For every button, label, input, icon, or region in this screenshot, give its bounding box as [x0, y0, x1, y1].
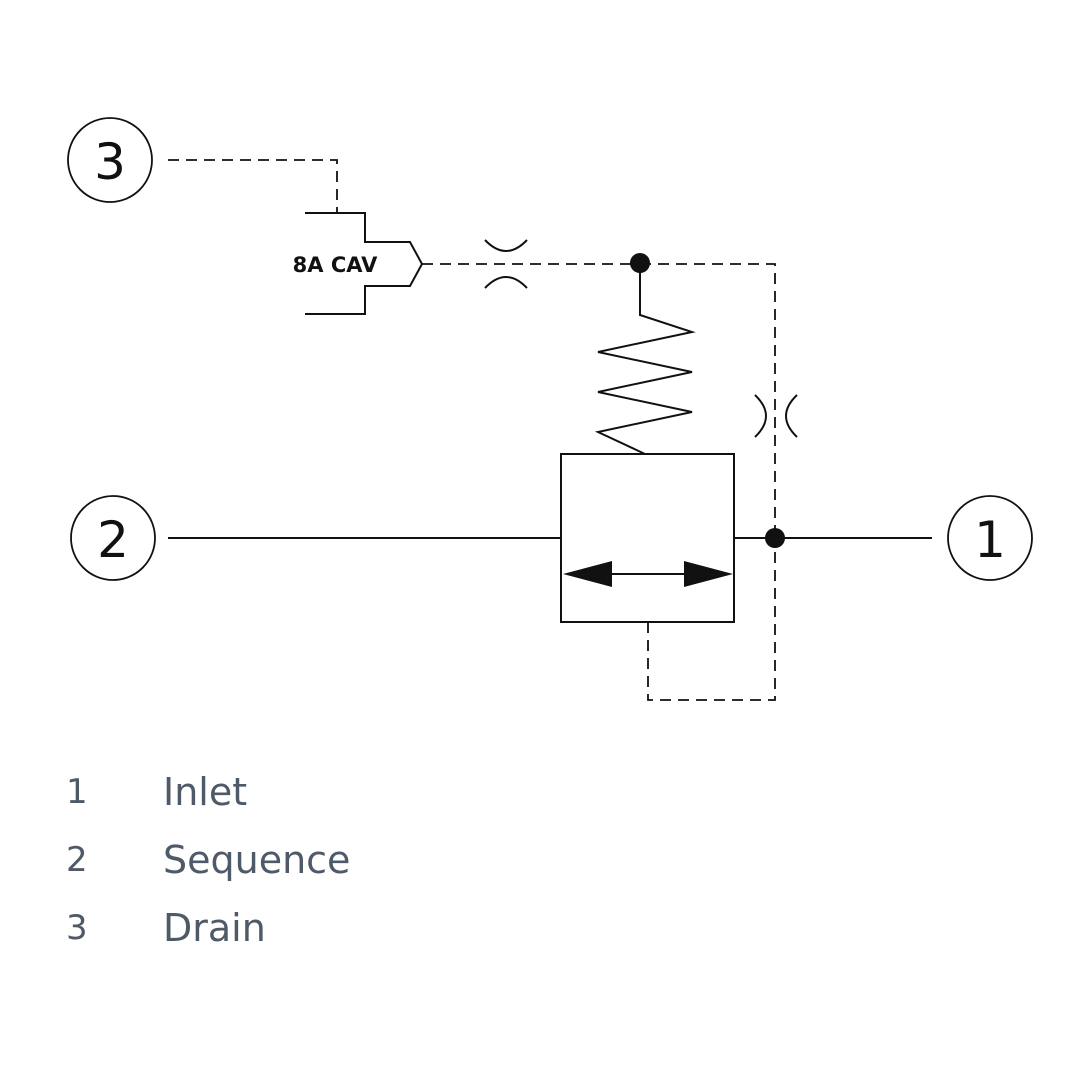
- legend-label: Drain: [163, 906, 266, 950]
- legend-number: 1: [66, 772, 88, 812]
- legend-number: 2: [66, 840, 88, 880]
- drain-pilot-line: [168, 159, 338, 213]
- port-2-marker: 2: [70, 495, 156, 581]
- cavity-label: 8A CAV: [293, 253, 378, 277]
- orifice-top-icon: [484, 239, 528, 289]
- port-3-marker: 3: [67, 117, 153, 203]
- port-legend: 1 Inlet 2 Sequence 3 Drain: [66, 758, 350, 962]
- legend-row: 3 Drain: [66, 894, 350, 962]
- legend-row: 1 Inlet: [66, 758, 350, 826]
- legend-row: 2 Sequence: [66, 826, 350, 894]
- valve-body: [560, 453, 735, 623]
- legend-label: Inlet: [163, 770, 248, 814]
- junction-dot-top: [630, 253, 650, 273]
- drain-loop-line: [647, 538, 776, 701]
- cavity-symbol: 8A CAV: [293, 212, 424, 315]
- bidirectional-arrow-icon: [563, 561, 733, 587]
- pilot-line-right: [640, 263, 776, 538]
- port-2-number: 2: [97, 511, 129, 569]
- port-1-number: 1: [974, 511, 1006, 569]
- legend-number: 3: [66, 908, 88, 948]
- port-3-number: 3: [94, 133, 126, 191]
- orifice-vertical-icon: [754, 394, 798, 438]
- spring-icon: [594, 264, 696, 455]
- legend-label: Sequence: [163, 838, 351, 882]
- port-1-marker: 1: [947, 495, 1033, 581]
